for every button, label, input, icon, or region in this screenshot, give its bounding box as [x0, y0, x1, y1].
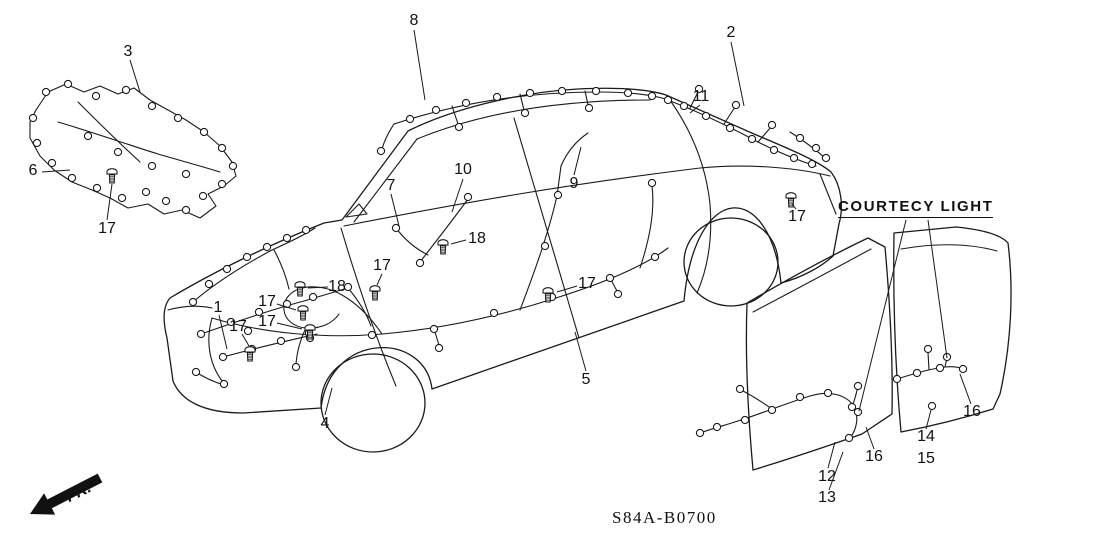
callout-15: 15 [917, 450, 935, 467]
front-wheel [320, 353, 426, 453]
callout-14: 14 [917, 428, 935, 445]
callout-16-b: 16 [963, 403, 981, 420]
callout-9: 9 [569, 175, 579, 192]
callout-16-a: 16 [865, 448, 883, 465]
callout-17-f: 17 [229, 318, 247, 335]
callout-18-b: 18 [328, 278, 346, 295]
rear-wheel [683, 217, 779, 307]
front-door-harness [699, 392, 858, 439]
callout-1: 1 [213, 299, 223, 316]
side-mirror [345, 203, 368, 218]
front-door-panel [699, 237, 893, 471]
callout-13: 13 [818, 489, 836, 506]
callout-17-d: 17 [258, 293, 276, 310]
rear-door-harness [896, 366, 967, 380]
courtesy-light-label: COURTECY LIGHT [838, 198, 994, 218]
callout-7: 7 [386, 177, 396, 194]
callout-12: 12 [818, 468, 836, 485]
drawing-code: S84A-B0700 [612, 508, 717, 527]
callout-11: 11 [692, 88, 710, 105]
callout-6: 6 [28, 162, 38, 179]
callout-4: 4 [320, 415, 330, 432]
callout-10: 10 [454, 161, 472, 178]
rear-door-panel [893, 226, 1012, 433]
b-pillar-line [513, 117, 580, 339]
callout-3: 3 [123, 43, 133, 60]
roof-harness [381, 90, 663, 150]
callout-18-a: 18 [468, 230, 486, 247]
fr-arrow [30, 473, 103, 515]
callout-5: 5 [581, 371, 591, 388]
callout-17-a: 17 [98, 220, 116, 237]
callout-17-e: 17 [258, 313, 276, 330]
callout-17-g: 17 [788, 208, 806, 225]
leader-lines [41, 29, 972, 491]
callout-8: 8 [409, 12, 419, 29]
callout-17-b: 17 [373, 257, 391, 274]
car-body-outline [163, 87, 842, 453]
callout-17-c: 17 [578, 275, 596, 292]
callout-2: 2 [726, 24, 736, 41]
